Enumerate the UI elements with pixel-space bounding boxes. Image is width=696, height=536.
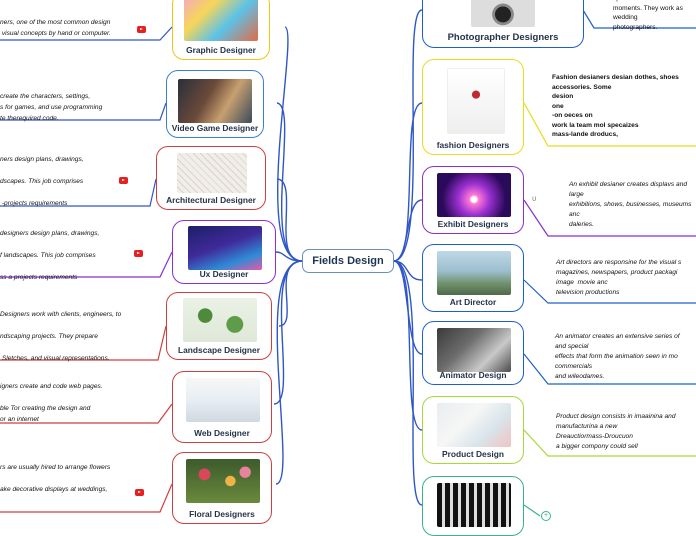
node-photographer-designers[interactable]: Photographer Designers [422, 0, 584, 48]
node-label: Photographer Designers [447, 32, 559, 43]
youtube-icon[interactable] [119, 177, 128, 184]
node-ux-designer[interactable]: Ux Designer [172, 220, 276, 284]
node-label: Ux Designer [199, 269, 249, 279]
desc-landscape-designer: Designers work with clients, engineers, … [0, 311, 122, 362]
desc-product-design: Product design consists in imaainina and… [556, 413, 676, 450]
desc-photographer-designers: special moments. They work as wedding ph… [613, 0, 683, 31]
node-label: Video Game Designer [171, 123, 259, 133]
desc-exhibit-designers: An exhibit desianer creates displavs and… [569, 181, 692, 228]
node-graphic-designer[interactable]: Graphic Designer [172, 0, 270, 60]
node-label: Animator Design [439, 370, 507, 380]
floral-image [186, 459, 260, 503]
node-web-designer[interactable]: Web Designer [172, 371, 272, 443]
node-landscape-designer[interactable]: Landscape Designer [166, 292, 272, 360]
web-design-image [186, 378, 260, 422]
node-label: Web Designer [194, 428, 250, 438]
product-design-image [437, 403, 511, 447]
art-director-image [437, 251, 511, 295]
desc-web-designer: igners create and code web pages. ble To… [0, 383, 103, 423]
node-exhibit-designers[interactable]: Exhibit Designers [422, 166, 524, 234]
node-film-design[interactable] [422, 476, 524, 536]
ux-design-image [188, 226, 262, 270]
camera-image [471, 0, 535, 27]
central-topic[interactable]: Fields Design [302, 249, 394, 273]
youtube-icon[interactable] [134, 250, 143, 257]
node-label: Art Director [449, 297, 497, 307]
architecture-image [177, 153, 247, 193]
node-label: Floral Designers [189, 509, 255, 519]
fashion-logo-image [447, 68, 505, 134]
node-animator-design[interactable]: Animator Design [422, 321, 524, 385]
desc-floral-designers: rs are usually hired to arrange flowers … [0, 464, 111, 493]
node-product-design[interactable]: Product Design [422, 396, 524, 464]
desc-art-director: Art directors are responsine for the vis… [556, 259, 682, 296]
animator-image [437, 328, 511, 372]
central-topic-label: Fields Design [312, 255, 384, 267]
collapse-toggle[interactable]: υ [532, 194, 537, 203]
node-label: fashion Designers [436, 140, 510, 150]
connection-lines [0, 9, 696, 517]
desc-video-game-designer: create the characters, settings, s for g… [0, 93, 103, 122]
node-label: Product Design [442, 449, 504, 459]
landscape-image [183, 298, 257, 342]
node-art-director[interactable]: Art Director [422, 244, 524, 312]
node-floral-designers[interactable]: Floral Designers [172, 452, 272, 524]
exhibit-image [437, 173, 511, 217]
desc-animator-design: An animator creates an extensive series … [555, 333, 680, 380]
desc-architectural-designer: ners design plans, drawings, dscapes. Th… [0, 156, 84, 207]
youtube-icon[interactable] [137, 26, 146, 33]
node-label: Landscape Designer [178, 345, 260, 355]
graphic-design-image [184, 0, 258, 41]
video-game-image [178, 79, 252, 123]
node-video-game-designer[interactable]: Video Game Designer [166, 70, 264, 138]
node-label: Exhibit Designers [437, 219, 509, 229]
node-label: Graphic Designer [186, 45, 256, 55]
node-architectural-designer[interactable]: Architectural Designer [156, 146, 266, 210]
desc-ux-designer: designers design plans, drawings, f land… [0, 230, 100, 281]
desc-fashion-designers: Fashion desianers desian dothes, shoes a… [552, 74, 679, 138]
node-fashion-designers[interactable]: fashion Designers [422, 59, 524, 155]
youtube-icon[interactable] [135, 489, 144, 496]
node-label: Architectural Designer [166, 195, 256, 205]
film-image [437, 483, 511, 527]
desc-graphic-designer: ners, one of the most common design visu… [0, 19, 111, 37]
